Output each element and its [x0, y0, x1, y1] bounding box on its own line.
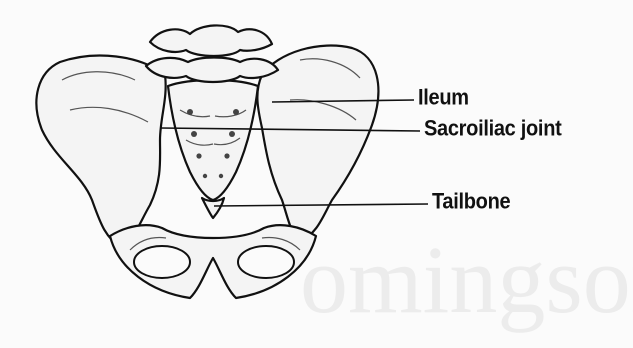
lumbar-vertebra-upper	[150, 25, 272, 56]
watermark-text: omingson	[300, 226, 633, 333]
tailbone-leader-line	[214, 204, 428, 206]
ileum-label: Ileum	[418, 86, 469, 111]
left-obturator-foramen	[134, 246, 190, 278]
left-ilium-bone	[36, 56, 165, 248]
right-ilium-bone	[257, 46, 378, 242]
sacrum-bone	[168, 80, 258, 200]
coccyx-bone	[202, 198, 224, 218]
right-obturator-foramen	[238, 246, 294, 278]
sacroiliac-joint-label: Sacroiliac joint	[424, 117, 561, 142]
tailbone-label: Tailbone	[432, 190, 510, 215]
